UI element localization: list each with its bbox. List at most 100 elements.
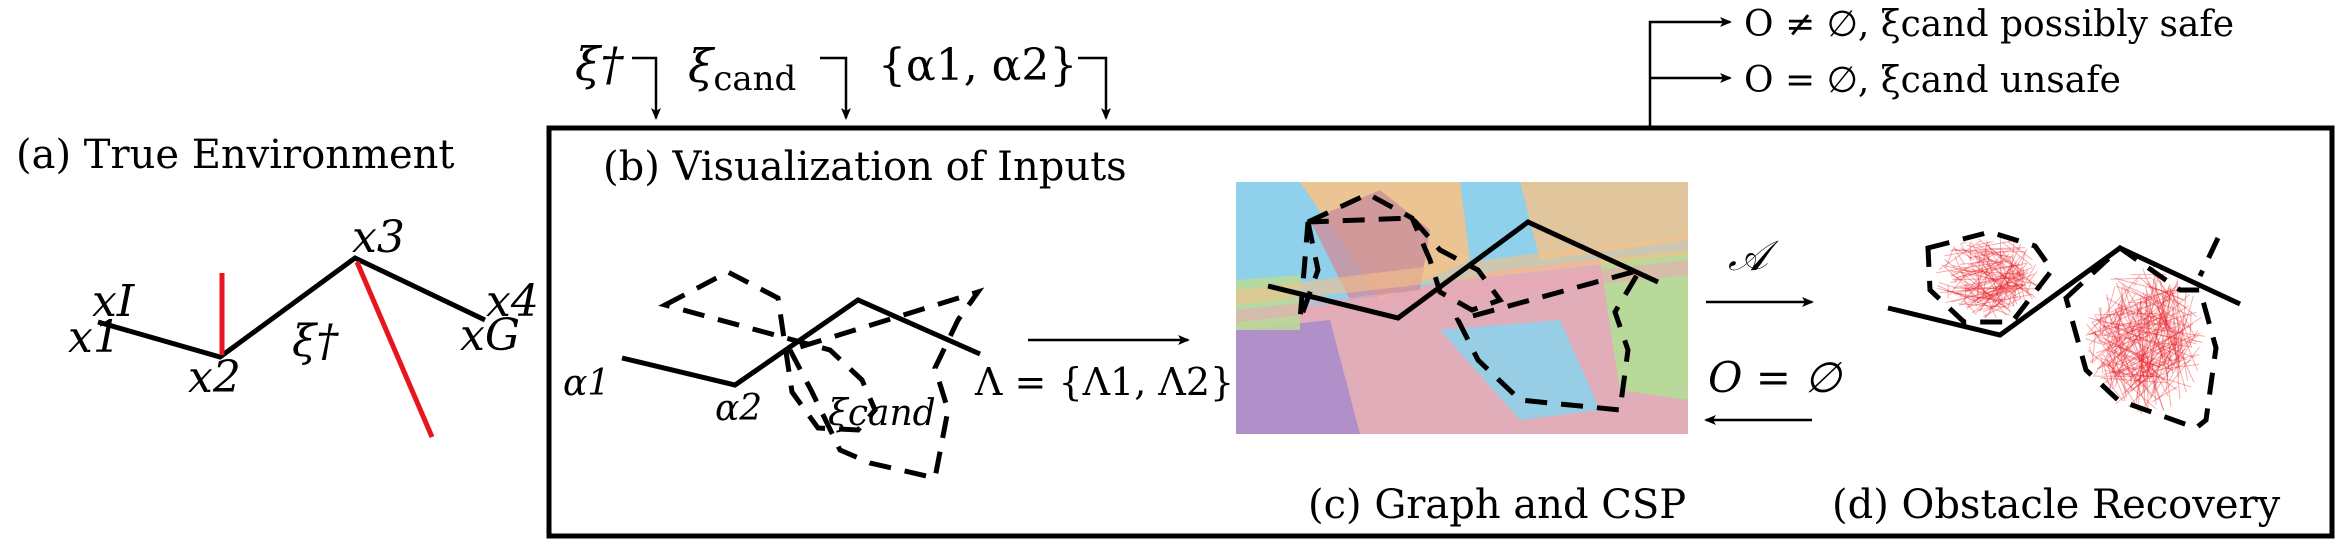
hatch-line (2133, 279, 2139, 287)
hatch-line (2171, 305, 2177, 355)
hatch-line (2138, 297, 2142, 371)
csp-region-purple (1236, 320, 1360, 434)
hatch-line (2143, 292, 2167, 394)
hatch-line (1940, 284, 2026, 294)
hatch-line (2131, 306, 2198, 343)
hatch-line (2157, 346, 2201, 401)
inputs-region-alpha1 (658, 269, 878, 433)
hatch-line (1945, 283, 2023, 304)
output-possibly-safe-text: O ≠ ∅, ξcand possibly safe (1744, 4, 2234, 45)
hatch-line (2110, 277, 2153, 280)
hatch-line (2128, 353, 2183, 407)
hatch-line (2165, 339, 2178, 361)
hatch-line (2117, 280, 2191, 329)
hatch-line (2117, 323, 2127, 399)
hatch-line (2131, 341, 2189, 392)
csp-recovery-arrows: 𝒜 O = ∅ (1704, 231, 1843, 425)
hatch-line (2114, 337, 2150, 412)
hatch-line (2103, 324, 2203, 343)
hatch-line (1971, 294, 1995, 314)
panel-c-graph-csp: (c) Graph and CSP (1236, 182, 1688, 528)
hatch-line (1964, 267, 2033, 293)
hatch-line (2114, 277, 2175, 295)
hatch-line (1976, 240, 1994, 246)
hatch-line (2096, 363, 2112, 370)
hatch-line (2087, 349, 2157, 410)
hatch-line (2101, 286, 2116, 336)
hatch-line (2026, 281, 2032, 293)
csp-region-blue-2 (1440, 320, 1600, 420)
hatch-line (2008, 264, 2021, 267)
hatch-line (2103, 293, 2136, 344)
label-algorithm-A: 𝒜 (1728, 231, 1779, 280)
hatch-line (2158, 292, 2187, 308)
hatch-line (1967, 275, 2017, 306)
hatch-line (2088, 291, 2178, 336)
hatch-line (2145, 286, 2164, 361)
input-labels: ξ† ξcand {α1, α2} (575, 37, 1111, 120)
hatch-line (2091, 296, 2171, 364)
hatch-line (2021, 283, 2034, 300)
hatch-line (2110, 354, 2200, 374)
hatch-line (2174, 340, 2181, 400)
hatch-line (2116, 373, 2153, 377)
hatch-line (2095, 326, 2177, 354)
hatch-line (1938, 240, 1982, 271)
hatch-line (2015, 280, 2021, 283)
hatch-line (2010, 254, 2029, 292)
hatch-line (2166, 348, 2186, 368)
hatch-line (1944, 249, 1978, 257)
hatch-line (1990, 296, 2010, 311)
hatch-line (2092, 286, 2178, 323)
hatch-line (2114, 309, 2149, 352)
hatch-line (2011, 272, 2022, 299)
hatch-line (2114, 327, 2196, 359)
hatch-line (1964, 283, 1967, 304)
hatch-line (2104, 370, 2158, 378)
hatch-line (2170, 289, 2193, 348)
hatch-line (2023, 264, 2037, 285)
hatch-line (1953, 260, 2009, 282)
hatch-line (1979, 251, 2025, 253)
hatch-line (1938, 281, 1955, 288)
csp-region-alpha1-left (1297, 221, 1321, 321)
hatch-line (2143, 299, 2175, 383)
hatch-line (2117, 323, 2194, 370)
hatch-line (2093, 289, 2155, 377)
panel-b-label: (b) Visualization of Inputs (603, 144, 1127, 190)
hatch-line (2172, 320, 2183, 347)
hatch-line (2124, 303, 2148, 388)
hatch-line (1936, 259, 2011, 274)
hatch-line (2103, 325, 2173, 362)
hatch-line (2131, 289, 2177, 302)
hatch-line (2161, 377, 2178, 391)
hatch-line (1971, 283, 2022, 290)
hatch-line (2007, 241, 2033, 261)
env-obstacle-2 (354, 261, 435, 438)
hatch-line (2116, 285, 2192, 317)
hatch-line (1999, 237, 2002, 296)
hatch-line (2125, 341, 2172, 385)
hatch-line (1959, 285, 2020, 306)
hatch-line (1952, 264, 2023, 281)
hatch-line (1971, 242, 2003, 300)
hatch-line (2173, 297, 2198, 318)
hatch-line (2089, 339, 2119, 363)
hatch-line (2091, 330, 2097, 364)
hatch-line (2172, 306, 2180, 370)
hatch-line (2122, 342, 2175, 396)
hatch-line (2091, 331, 2159, 368)
hatch-line (1995, 243, 2022, 298)
hatch-line (2091, 321, 2127, 365)
label-x-G: xG (460, 310, 520, 361)
hatch-line (2175, 315, 2199, 372)
panel-a-true-environment: (a) True Environment xI x1 x2 ξ† x3 x4 x… (16, 132, 539, 438)
hatch-line (2106, 295, 2159, 393)
hatch-line (1974, 264, 2009, 293)
hatch-line (2142, 292, 2169, 378)
hatch-line (2103, 376, 2124, 402)
hatch-line (2148, 286, 2183, 300)
hatch-line (1980, 252, 2020, 281)
label-x-4: x4 (486, 276, 539, 327)
